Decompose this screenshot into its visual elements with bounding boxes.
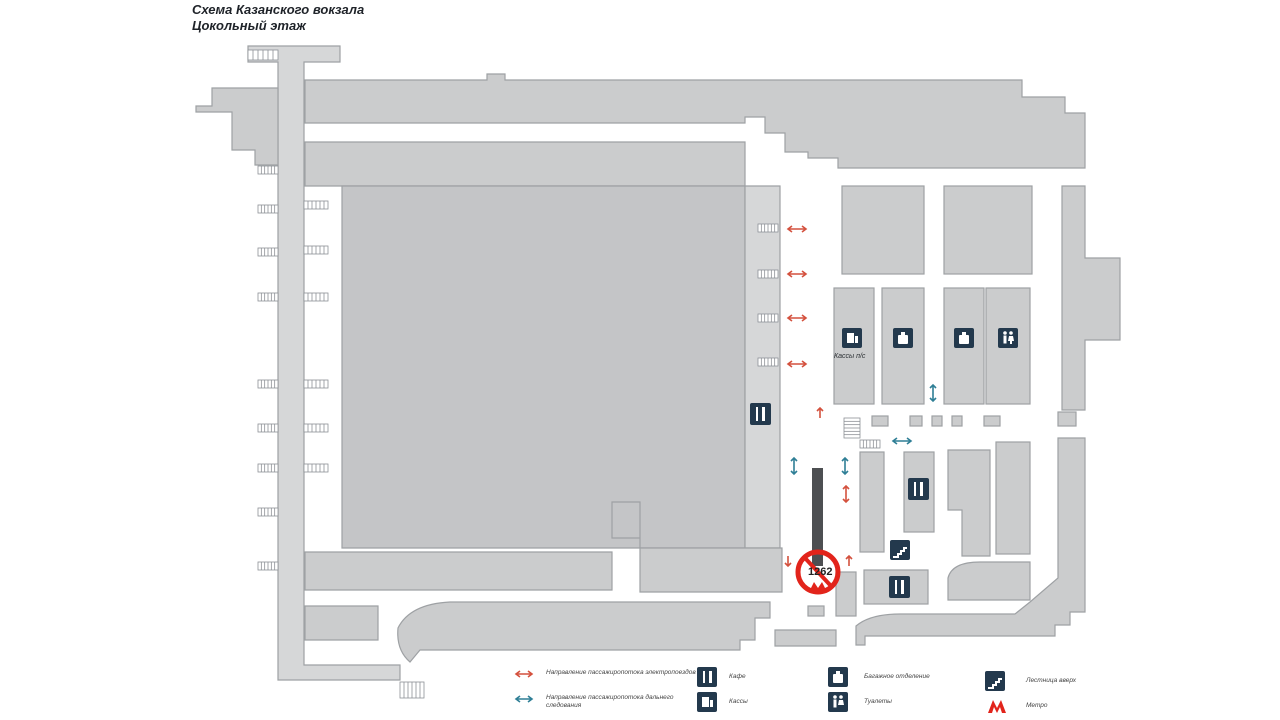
- room-top-main: [304, 73, 1086, 169]
- legend-toilets-icon: [828, 692, 848, 712]
- room-bottom-left: [304, 551, 613, 591]
- room-right-1: [841, 185, 925, 275]
- room-right-2: [943, 185, 1033, 275]
- longdistance-flow-arrows: [790, 383, 937, 476]
- kassy-pp-label: Кассы п/с: [834, 353, 866, 360]
- stairs-left-corridor: [247, 49, 881, 699]
- kiosk-4: [951, 415, 963, 427]
- escalator: [812, 468, 823, 566]
- legend-baggage-label: Багажное отделение: [864, 673, 930, 680]
- room-bottom-small2: [774, 629, 837, 647]
- room-central-hall: [341, 185, 746, 549]
- baggage-icon: [954, 328, 974, 348]
- room-mid-4: [995, 441, 1031, 555]
- legend-toilets-label: Туалеты: [864, 698, 892, 705]
- legend-cafe-icon: [697, 667, 717, 687]
- legend-stairs-up-label: Лестница вверх: [1026, 677, 1076, 684]
- cafe-icon: [750, 403, 771, 425]
- room-bottom-mid: [639, 547, 783, 593]
- room-central-strip: [744, 185, 781, 549]
- room-second-row: [304, 141, 746, 187]
- legend-longdistance-flow-label: Направление пассажиропотока дальнего сле…: [546, 694, 674, 709]
- cafe-icon: [908, 478, 929, 500]
- room-narrow: [835, 571, 857, 617]
- legend-longdistance-flow-arrow: [514, 695, 534, 703]
- metro-marker[interactable]: [795, 549, 841, 595]
- room-bottom-curved: [397, 601, 771, 663]
- stairs-up-icon: [890, 540, 910, 560]
- map-subtitle: Цокольный этаж: [192, 18, 306, 33]
- legend-tickets-label: Кассы: [729, 698, 748, 705]
- kiosk-3: [931, 415, 943, 427]
- electric-flow-arrows: [784, 225, 853, 568]
- legend-metro-icon: [988, 700, 1006, 713]
- legend-electric-flow-label: Направление пассажиропотока электропоезд…: [546, 669, 696, 676]
- kiosk-6: [1057, 411, 1077, 427]
- legend-baggage-icon: [828, 667, 848, 687]
- legend-electric-flow-arrow: [514, 670, 534, 678]
- left-corridor: [247, 45, 401, 681]
- baggage-icon: [893, 328, 913, 348]
- toilets-icon: [998, 328, 1018, 348]
- room-mid-3: [947, 449, 991, 557]
- kiosk-5: [983, 415, 1001, 427]
- room-bottom-small: [304, 605, 379, 641]
- legend-tickets-icon: [697, 692, 717, 712]
- tickets-icon: [842, 328, 862, 348]
- room-right-bottom: [855, 437, 1086, 646]
- legend-cafe-label: Кафе: [729, 673, 746, 680]
- legend-stairs-up-icon: [985, 671, 1005, 691]
- room-curved-right: [947, 561, 1031, 601]
- cafe-icon: [889, 576, 910, 598]
- kiosk-2: [909, 415, 923, 427]
- room-far-right: [1061, 185, 1121, 411]
- map-title: Схема Казанского вокзала: [192, 2, 365, 17]
- metro-marker-number: 1262: [808, 566, 833, 578]
- room-mid-1: [859, 451, 885, 553]
- legend-metro-label: Метро: [1026, 702, 1048, 709]
- kiosk-1: [871, 415, 889, 427]
- kiosk-7: [807, 605, 825, 617]
- room-left-top: [195, 87, 279, 166]
